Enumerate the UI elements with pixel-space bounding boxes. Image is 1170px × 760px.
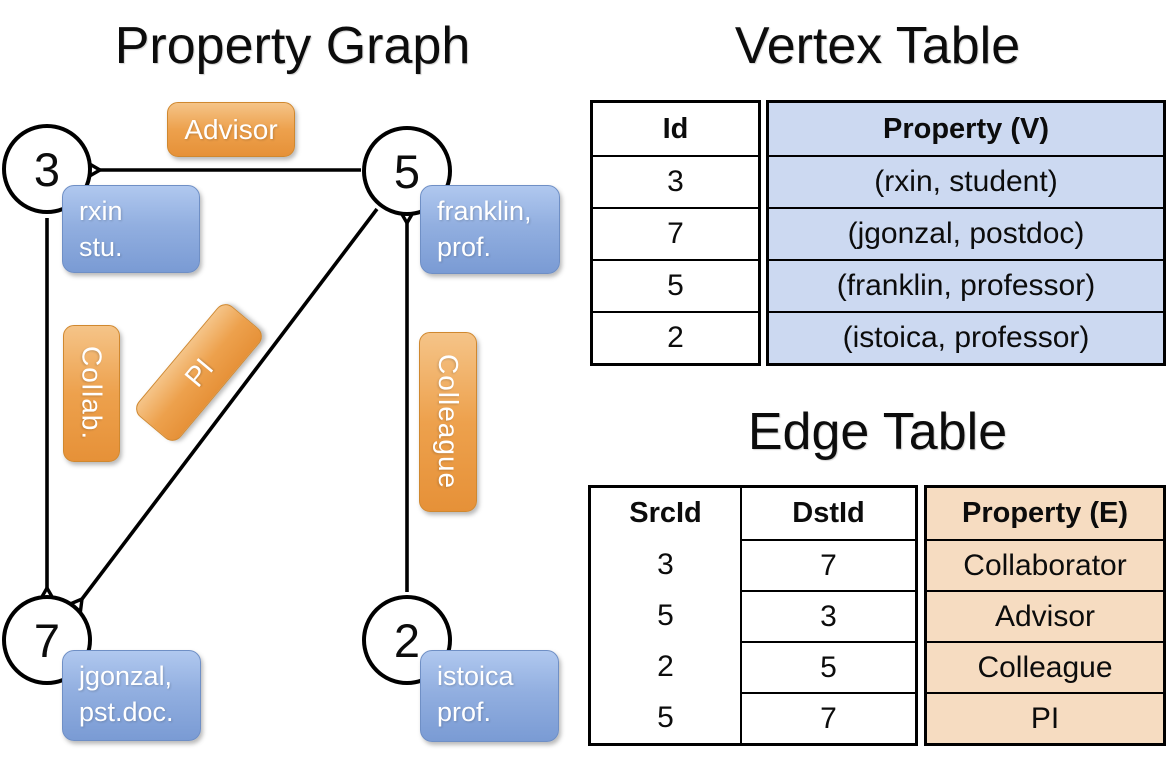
edge-table-cell-src: 2 <box>657 649 674 683</box>
vertex-property-label-jgonzal: jgonzal, pst.doc. <box>62 650 201 741</box>
node-7-id: 7 <box>33 613 61 667</box>
edge-table-header-srcid: SrcId <box>629 497 702 529</box>
edge-table-cell-dst: 3 <box>740 590 915 641</box>
edge-table-cell-src: 5 <box>657 598 674 632</box>
property-graph-title: Property Graph <box>114 17 471 75</box>
vertex-table-cell-id: 7 <box>593 207 758 259</box>
edge-table-cell-src: 3 <box>657 547 674 581</box>
label-line: stu. <box>79 232 123 262</box>
node-2-id: 2 <box>393 613 421 667</box>
edge-table-header-property: Property (E) <box>927 488 1163 539</box>
edge-table: SrcId DstId 3 7 5 3 2 5 5 7 Property (E) <box>588 485 1166 746</box>
edge-property-label-colleague: Colleague <box>419 332 477 512</box>
vertex-table-cell-id: 2 <box>593 311 758 363</box>
edge-table-cell-src: 5 <box>657 700 674 734</box>
vertex-property-label-franklin: franklin, prof. <box>420 185 560 274</box>
vertex-table-header-id: Id <box>662 112 689 145</box>
label-line: istoica <box>437 661 514 691</box>
vertex-property-label-rxin: rxin stu. <box>62 185 200 273</box>
vertex-table-property-column: Property (V) (rxin, student) (jgonzal, p… <box>766 100 1166 366</box>
node-3-id: 3 <box>33 142 61 196</box>
node-5-id: 5 <box>393 144 421 198</box>
vertex-table-title: Vertex Table <box>734 17 1021 75</box>
edge-table-cell-property: Collaborator <box>927 539 1163 590</box>
label-line: jgonzal, <box>79 661 173 691</box>
edge-table-cell-property: PI <box>927 692 1163 743</box>
edge-table-cell-dst: 7 <box>740 539 915 590</box>
vertex-table-id-column: Id 3 7 5 2 <box>590 100 761 366</box>
vertex-property-label-istoica: istoica prof. <box>420 650 559 742</box>
edge-table-property-column: Property (E) Collaborator Advisor Collea… <box>924 485 1166 746</box>
vertex-table-cell-id: 5 <box>593 259 758 311</box>
label-line: pst.doc. <box>79 697 174 727</box>
label-line: franklin, <box>437 196 532 226</box>
label-line: rxin <box>79 196 123 226</box>
edge-table-id-columns: SrcId DstId 3 7 5 3 2 5 5 7 <box>588 485 918 746</box>
vertex-table-cell-property: (rxin, student) <box>769 155 1163 207</box>
graph-node-2: 2 <box>362 595 452 685</box>
edge-table-title: Edge Table <box>747 403 1008 461</box>
vertex-table: Id 3 7 5 2 Property (V) (rxin, student) … <box>590 100 1166 366</box>
edge-5-to-7 <box>66 207 379 616</box>
label-line: prof. <box>437 232 492 262</box>
edge-table-header-dstid: DstId <box>740 488 915 539</box>
edge-property-label-collab: Collab. <box>63 325 120 462</box>
edge-table-cell-dst: 5 <box>740 641 915 692</box>
edge-property-label-advisor: Advisor <box>167 102 295 157</box>
edge-table-cell-dst: 7 <box>740 692 915 743</box>
vertex-table-cell-property: (istoica, professor) <box>769 311 1163 363</box>
graph-edges-layer <box>37 160 417 616</box>
vertex-table-cell-id: 3 <box>593 155 758 207</box>
vertex-table-cell-property: (franklin, professor) <box>769 259 1163 311</box>
vertex-table-cell-property: (jgonzal, postdoc) <box>769 207 1163 259</box>
vertex-table-header-property: Property (V) <box>769 103 1163 155</box>
label-line: prof. <box>437 697 492 727</box>
edge-table-cell-property: Advisor <box>927 590 1163 641</box>
edge-table-cell-property: Colleague <box>927 641 1163 692</box>
